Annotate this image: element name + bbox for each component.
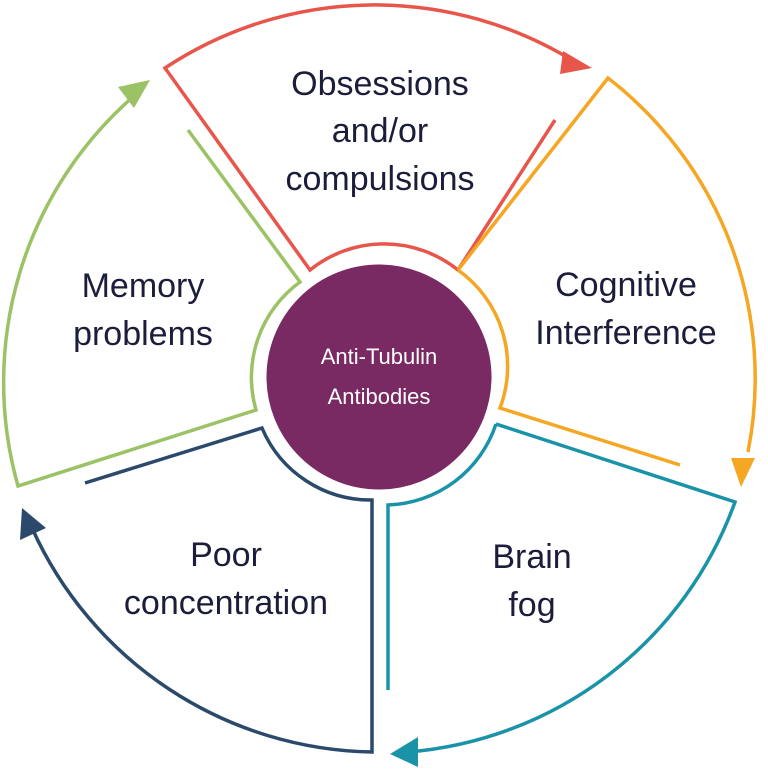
segment-memory-line-2: problems [73,315,213,353]
arrow-head-orange-icon [731,458,755,487]
center-circle [261,259,497,495]
segment-memory-line-1: Memory [82,267,205,305]
segment-brain-fog: Brain fog [386,422,738,767]
segment-obsessions: Obsessions and/or compulsions [162,3,592,273]
segment-cognitive-line-1: Cognitive [555,266,697,304]
center-label-line-2: Antibodies [328,384,431,409]
arrow-head-red-icon [560,51,592,74]
segment-memory: Memory problems [1,80,303,489]
center-label-line-1: Anti-Tubulin [321,344,438,369]
segment-obsessions-line-1: Obsessions [291,65,469,103]
segment-poor-concentration-outline [30,425,374,754]
segment-memory-outline [1,93,303,489]
segment-poor-concentration: Poor concentration [20,425,374,754]
segment-obsessions-outline [162,3,576,273]
segment-poor-concentration-line-2: concentration [124,584,328,622]
center-node: Anti-Tubulin Antibodies [261,259,497,495]
segment-brain-fog-outline [386,422,738,754]
segment-cognitive-line-2: Interference [535,314,716,352]
segment-brain-fog-line-1: Brain [492,538,571,576]
arrow-head-green-icon [118,80,150,108]
segment-cognitive-outline [456,75,757,467]
segment-obsessions-line-3: compulsions [286,160,475,198]
segment-obsessions-line-2: and/or [332,112,428,150]
segment-brain-fog-line-2: fog [508,586,555,624]
segment-cognitive: Cognitive Interference [456,75,757,487]
arrow-head-teal-icon [390,737,418,767]
segment-poor-concentration-line-1: Poor [190,536,262,574]
arrow-head-blue-icon [20,508,46,540]
